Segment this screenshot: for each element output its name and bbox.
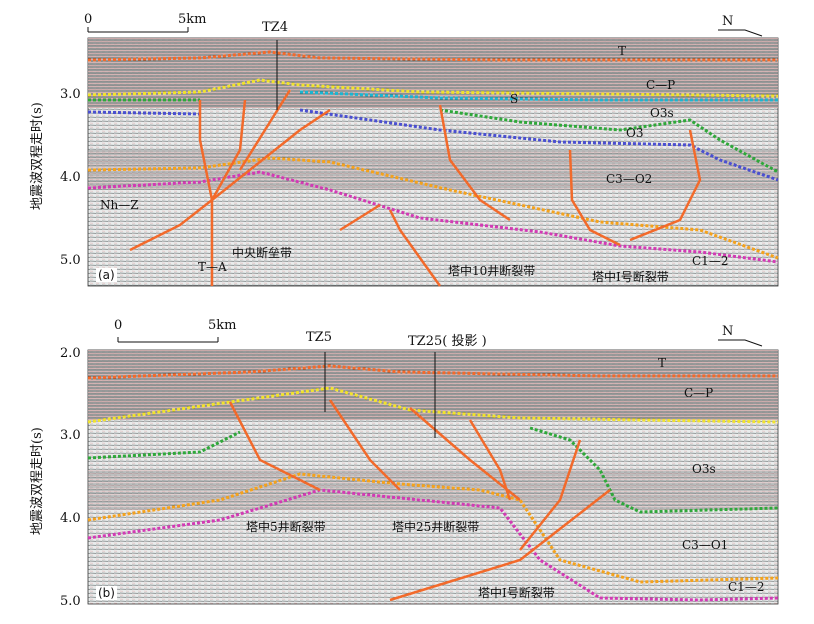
scale-start-b: 0: [114, 318, 123, 333]
panel-b-section: [87, 337, 779, 605]
horizon-S-a: [299, 90, 778, 102]
horizon-O3-a: [87, 108, 779, 182]
scale-bar-a: [87, 27, 189, 33]
y-tick-b-1: 2.0: [60, 346, 81, 361]
zone-label-tz5: 塔中5井断裂带: [246, 520, 326, 534]
north-label-b: N: [722, 324, 734, 339]
y-tick-b-3: 4.0: [60, 511, 81, 526]
panel-tag-b: (b): [96, 586, 117, 600]
horizon-label-TA-a: T—A: [198, 260, 227, 274]
scale-end-a: 5km: [178, 12, 207, 27]
zone-label-tz1-a: 塔中Ⅰ号断裂带: [592, 270, 669, 284]
horizon-label-O3-a: O3: [626, 126, 644, 140]
y-tick-a-1: 3.0: [60, 87, 81, 102]
horizon-label-C1-a: C1—2: [692, 254, 729, 268]
horizon-label-C1-b: C1—2: [728, 580, 765, 594]
zone-label-tz1-b: 塔中Ⅰ号断裂带: [478, 586, 555, 600]
well-label-tz25: TZ25( 投影 ): [408, 334, 487, 349]
north-label-a: N: [722, 14, 734, 29]
north-arrow-b: [718, 339, 763, 347]
horizon-label-C3O2-a: C3—O2: [606, 172, 653, 186]
horizon-baseNh-a: [87, 170, 779, 264]
zone-label-central: 中央断垒带: [232, 246, 293, 260]
y-tick-b-4: 5.0: [60, 594, 81, 609]
scale-start-a: 0: [84, 12, 93, 27]
well-label-tz4: TZ4: [262, 20, 288, 35]
horizon-CP-a: [87, 78, 779, 98]
y-tick-a-2: 4.0: [60, 170, 81, 185]
horizon-T-a: [87, 50, 778, 62]
faults-a: [129, 89, 702, 287]
horizon-label-NhZ-a: Nh—Z: [100, 198, 139, 212]
horizon-baseNh-b: [87, 488, 779, 602]
zone-label-tz25: 塔中25井断裂带: [392, 520, 480, 534]
horizon-label-O3s-b: O3s: [692, 462, 716, 476]
horizon-label-T-a: T: [618, 44, 627, 58]
y-tick-a-3: 5.0: [60, 253, 81, 268]
horizon-T-b: [87, 364, 778, 380]
horizon-CP-b: [87, 386, 779, 424]
horizon-label-CP-b: C—P: [684, 386, 714, 400]
horizon-label-O3s-a: O3s: [650, 106, 674, 120]
zone-label-tz10: 塔中10井断裂带: [448, 264, 536, 278]
well-label-tz5: TZ5: [306, 330, 332, 345]
y-tick-b-2: 3.0: [60, 428, 81, 443]
horizon-baseC-b: [87, 472, 779, 584]
north-arrow-a: [718, 29, 763, 37]
y-axis-label-a: 地震波双程走时(s): [30, 102, 45, 210]
horizon-label-CP-a: C—P: [646, 78, 676, 92]
horizon-label-S-a: S: [510, 92, 519, 106]
faults-b: [228, 399, 611, 602]
scale-bar-b: [117, 337, 219, 343]
y-axis-label-b: 地震波双程走时(s): [30, 427, 45, 535]
panel-a-section: [87, 27, 779, 287]
horizon-label-C3O1-b: C3—O1: [682, 538, 729, 552]
horizon-O3s-b: [87, 426, 779, 514]
horizon-label-T-b: T: [658, 356, 667, 370]
panel-tag-a: (a): [96, 268, 117, 282]
scale-end-b: 5km: [208, 318, 237, 333]
horizon-O3s-a: [88, 98, 779, 174]
